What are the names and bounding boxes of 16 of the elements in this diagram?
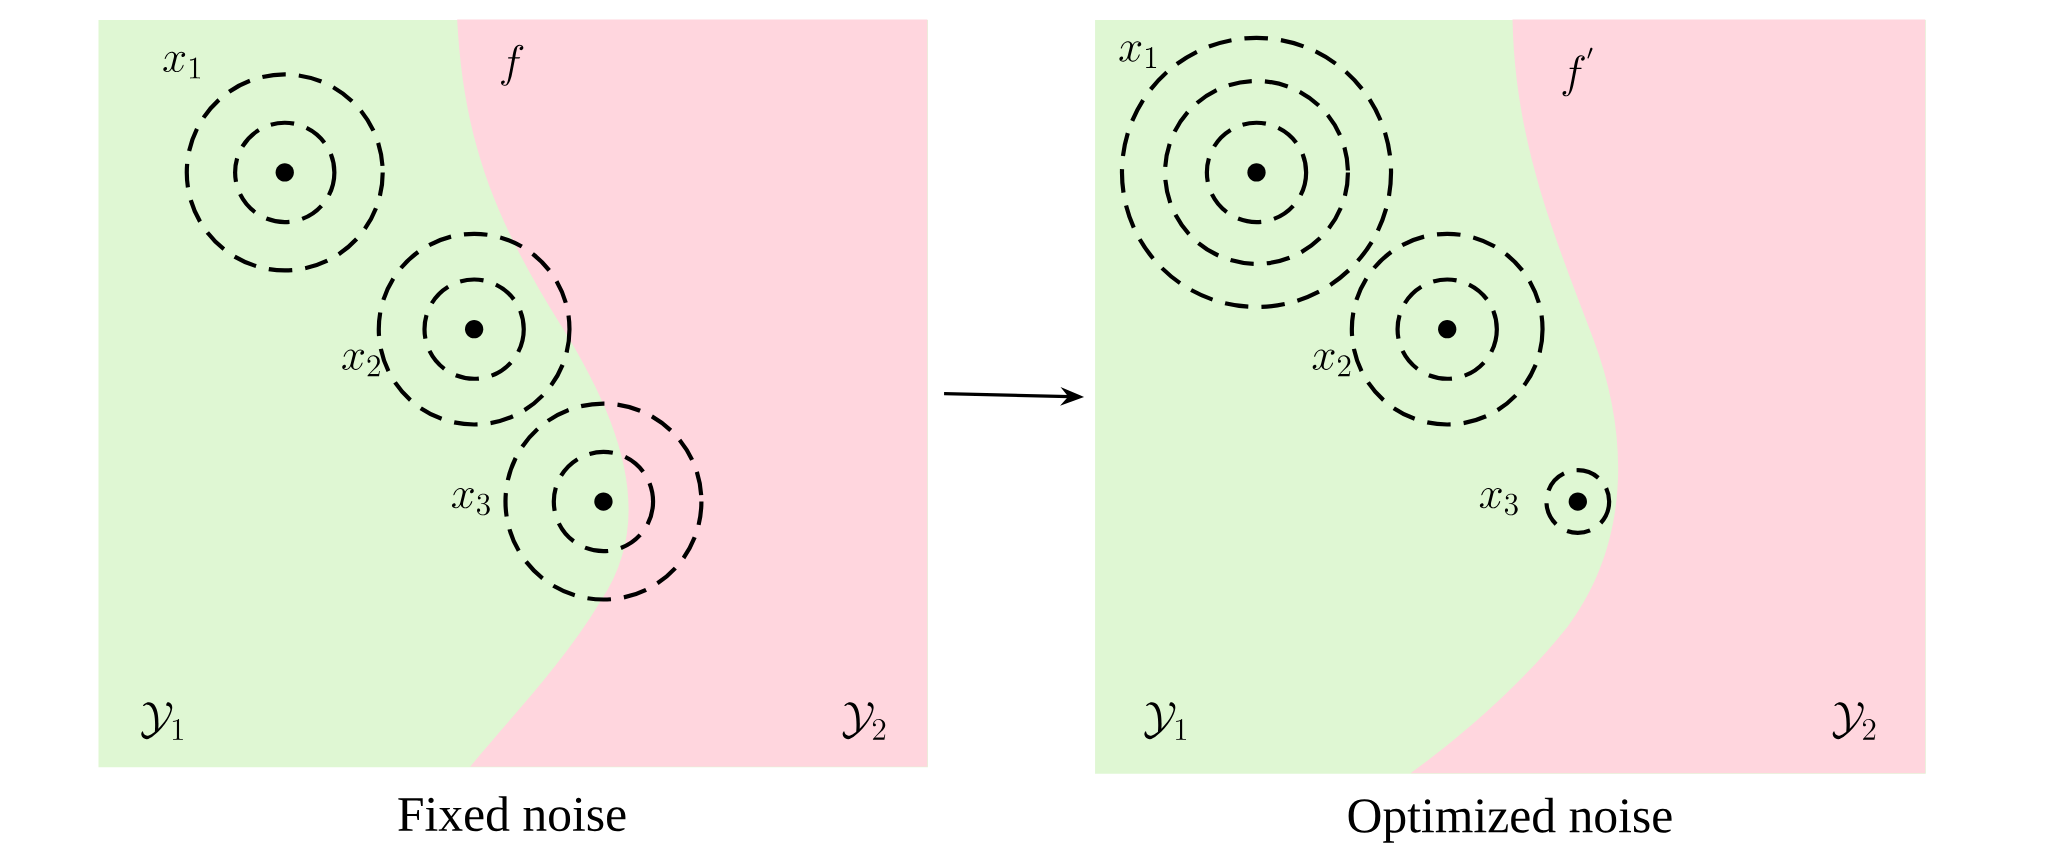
panel-caption: Optimized noise xyxy=(1348,797,1672,843)
decision-region-panel xyxy=(1095,19,1926,774)
panel-caption: Fixed noise xyxy=(398,796,626,832)
math-label: $\mathcal{Y}_1$ xyxy=(141,702,183,740)
math-label: $x_1$ xyxy=(1119,41,1157,69)
math-label: $\mathcal{Y}_2$ xyxy=(1832,702,1876,740)
math-label: $x_2$ xyxy=(1312,349,1351,377)
decision-region-panel xyxy=(98,19,928,768)
math-label: $\mathcal{Y}_2$ xyxy=(842,702,886,740)
math-label: $\mathcal{Y}_1$ xyxy=(1144,702,1186,740)
math-label: $x_2$ xyxy=(342,349,380,377)
math-label: $x_1$ xyxy=(163,51,200,79)
math-label: $x_3$ xyxy=(1479,488,1518,516)
math-label: $x_3$ xyxy=(451,488,490,516)
math-label: $f$ xyxy=(501,44,524,86)
math-label: $f^{'}$ xyxy=(1562,47,1593,97)
